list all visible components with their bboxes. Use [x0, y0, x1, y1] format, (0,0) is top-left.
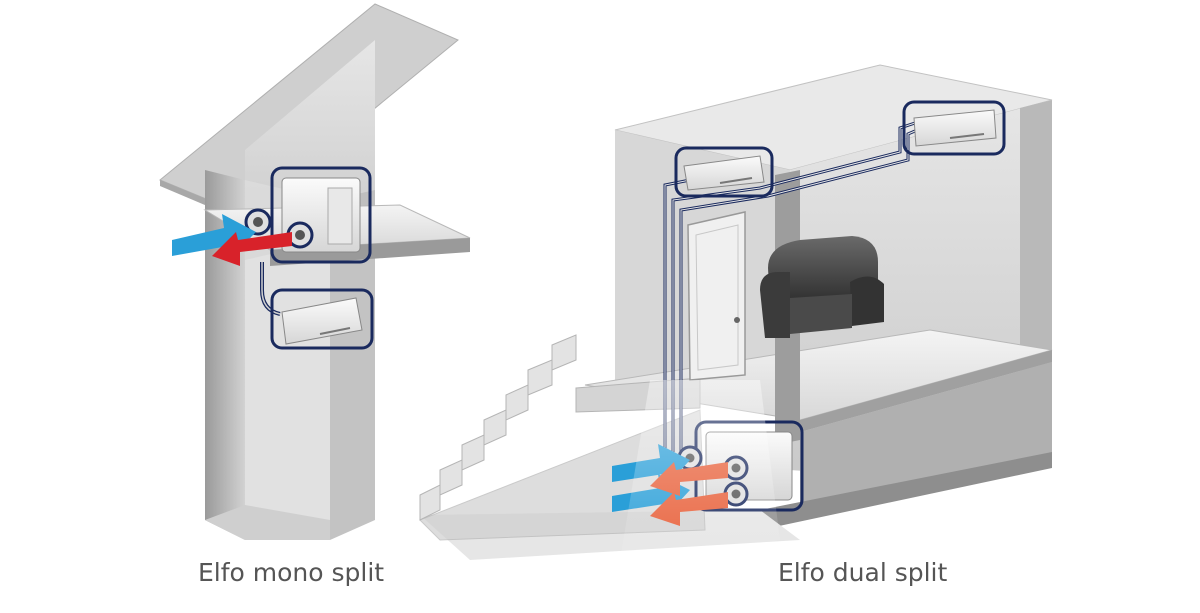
dual-indoor-unit-2 — [913, 109, 997, 147]
dual-split-building — [419, 64, 1053, 560]
armchair — [760, 236, 884, 338]
dual-middle-floor-edge — [800, 350, 1052, 432]
dual-split-caption: Elfo dual split — [778, 558, 948, 587]
mono-split-building — [159, 3, 471, 540]
door-handle — [734, 317, 740, 323]
mono-indoor-unit-frame — [270, 288, 374, 350]
dual-indoor-unit-1 — [683, 155, 765, 191]
mono-outdoor-unit-frame — [270, 166, 372, 264]
dual-door — [687, 211, 746, 381]
mono-hot-air-arrow — [212, 232, 292, 266]
dual-lower-floor — [760, 452, 1052, 530]
mono-column-right — [330, 190, 375, 540]
dual-light-beam — [620, 380, 780, 560]
mono-indoor-unit — [281, 297, 363, 345]
dual-indoor-unit-2-frame — [902, 100, 1006, 156]
dual-indoor-unit-1-frame — [674, 146, 774, 198]
mono-base — [205, 505, 330, 540]
mono-column-face — [245, 180, 330, 540]
dual-lower-room — [800, 362, 1052, 520]
mono-outdoor-grille — [327, 187, 353, 245]
mono-split-caption: Elfo mono split — [198, 558, 385, 587]
mono-duct-intake — [244, 208, 272, 236]
